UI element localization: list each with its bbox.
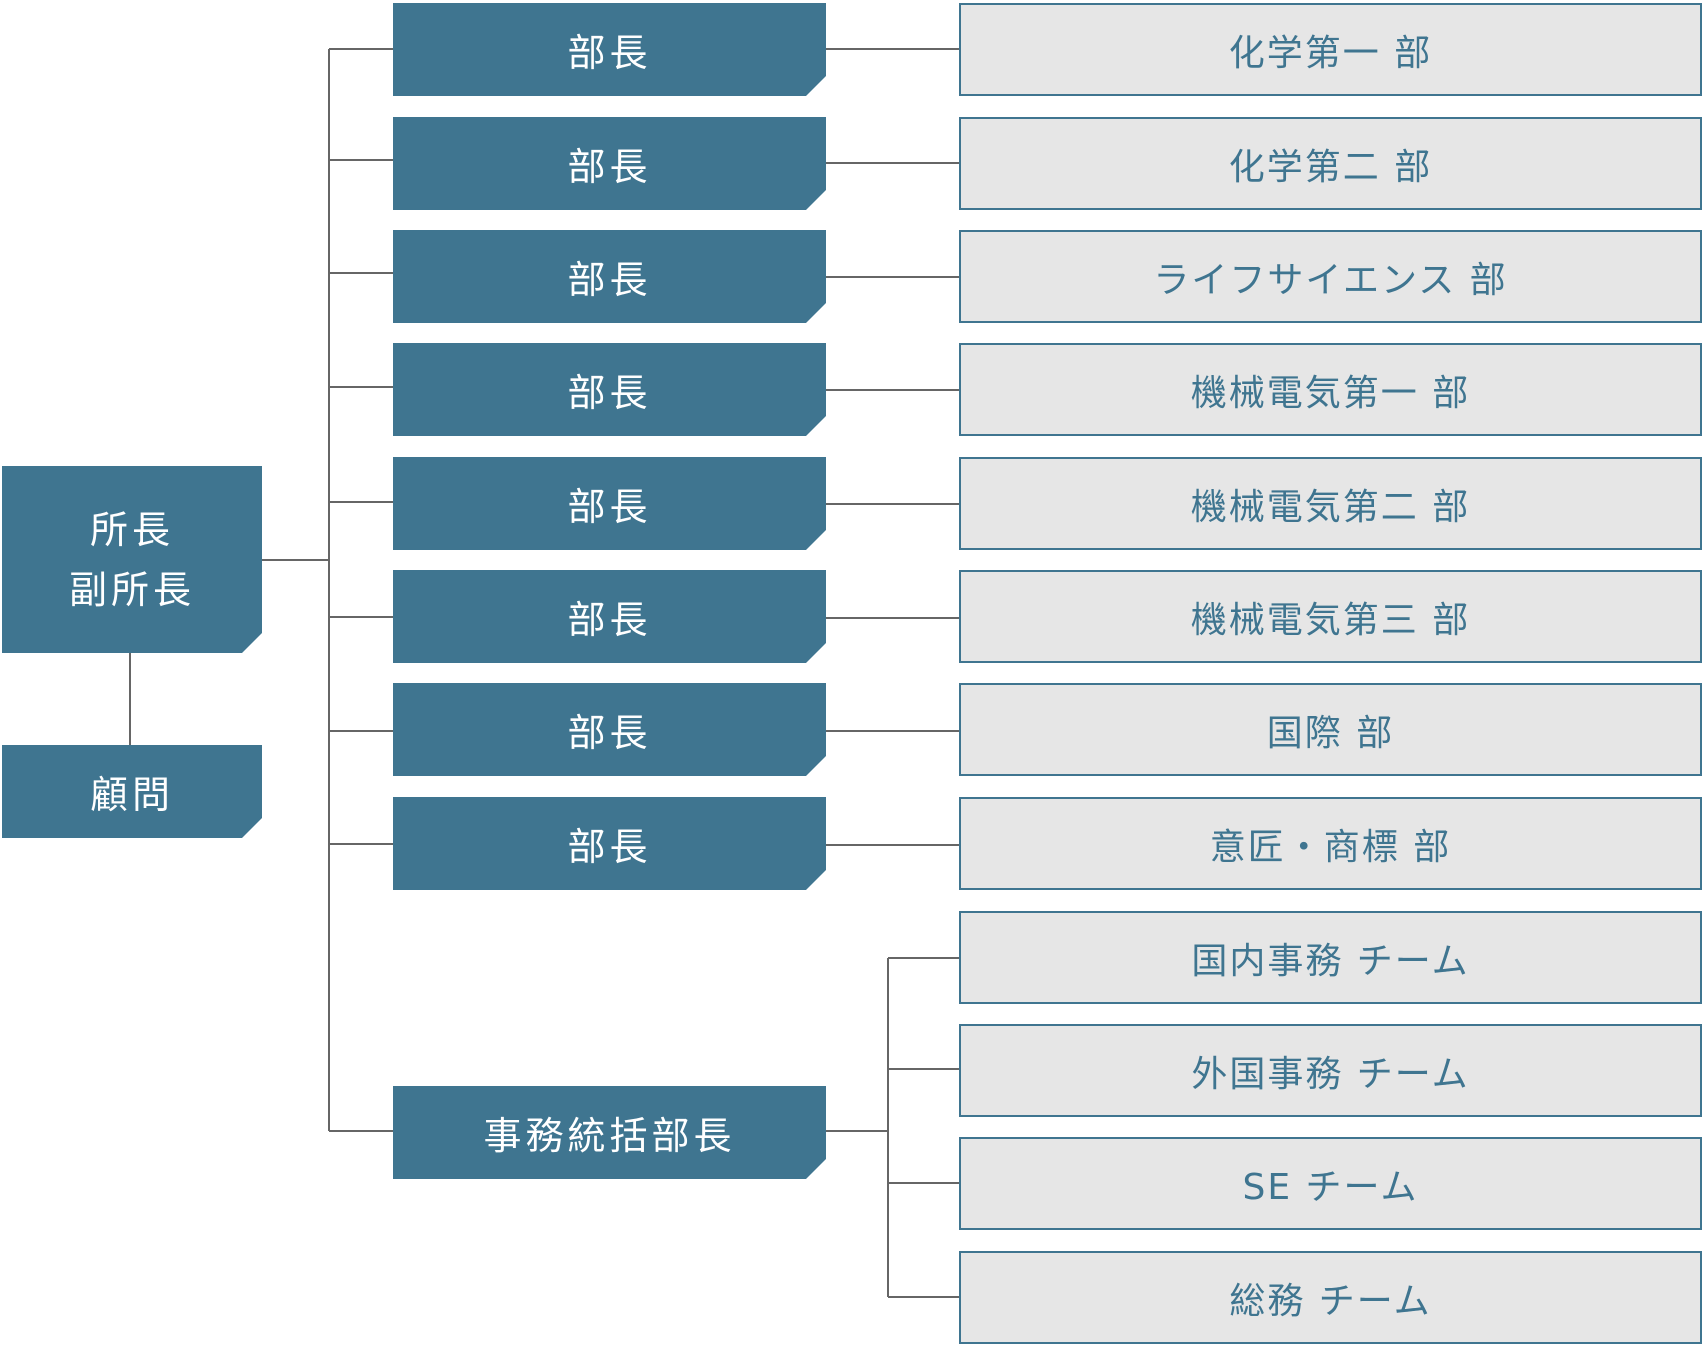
department-box: 意匠・商標 部 (959, 797, 1702, 890)
team-label: 総務 チーム (1229, 1280, 1432, 1322)
department-label: 化学第一 部 (1228, 32, 1433, 74)
manager-box: 部長 (393, 343, 826, 436)
team-box: SE チーム (959, 1137, 1702, 1230)
manager-box: 部長 (393, 570, 826, 663)
advisor-box: 顧問 (2, 745, 262, 838)
team-label: 外国事務 チーム (1191, 1053, 1470, 1095)
manager-label: 部長 (567, 711, 652, 755)
manager-box: 部長 (393, 683, 826, 776)
department-box: 国際 部 (959, 683, 1702, 776)
manager-label: 部長 (567, 31, 652, 75)
department-label: 機械電気第三 部 (1190, 599, 1471, 641)
manager-label: 部長 (567, 598, 652, 642)
deputy-director-label: 副所長 (68, 567, 195, 612)
director-label: 所長 (89, 507, 174, 552)
team-label: SE チーム (1242, 1166, 1419, 1208)
manager-box: 部長 (393, 3, 826, 96)
manager-label: 部長 (567, 145, 652, 189)
manager-box: 部長 (393, 797, 826, 890)
admin-manager-box: 事務統括部長 (393, 1086, 826, 1179)
manager-label: 部長 (567, 485, 652, 529)
manager-box: 部長 (393, 230, 826, 323)
department-box: 化学第二 部 (959, 117, 1702, 210)
department-label: 国際 部 (1266, 712, 1395, 754)
department-box: ライフサイエンス 部 (959, 230, 1702, 323)
department-label: 化学第二 部 (1228, 146, 1433, 188)
manager-box: 部長 (393, 457, 826, 550)
advisor-label: 顧問 (89, 773, 174, 817)
department-box: 化学第一 部 (959, 3, 1702, 96)
team-box: 外国事務 チーム (959, 1024, 1702, 1117)
department-label: 機械電気第二 部 (1190, 486, 1471, 528)
manager-label: 部長 (567, 258, 652, 302)
manager-label: 部長 (567, 371, 652, 415)
admin-manager-label: 事務統括部長 (483, 1114, 736, 1158)
manager-label: 部長 (567, 825, 652, 869)
team-box: 総務 チーム (959, 1251, 1702, 1344)
department-label: 機械電気第一 部 (1190, 372, 1471, 414)
department-box: 機械電気第二 部 (959, 457, 1702, 550)
team-label: 国内事務 チーム (1191, 940, 1470, 982)
department-box: 機械電気第一 部 (959, 343, 1702, 436)
team-box: 国内事務 チーム (959, 911, 1702, 1004)
department-label: 意匠・商標 部 (1209, 826, 1452, 868)
department-label: ライフサイエンス 部 (1153, 259, 1508, 301)
department-box: 機械電気第三 部 (959, 570, 1702, 663)
director-box: 所長 副所長 (2, 466, 262, 653)
manager-box: 部長 (393, 117, 826, 210)
